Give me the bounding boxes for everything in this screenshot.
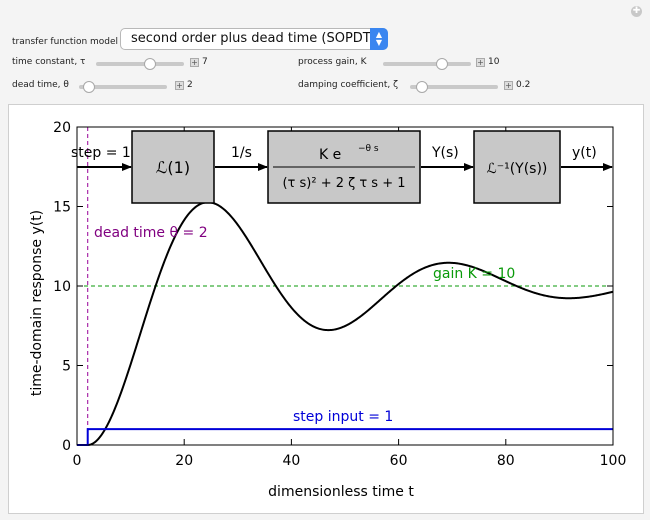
x-tick-label: 20 xyxy=(175,453,193,469)
tau-slider-thumb[interactable] xyxy=(144,58,156,70)
tf-numerator: K e xyxy=(319,147,341,163)
response-chart: 0 20 40 60 80 100 0 5 10 15 20 dimensionless time … xyxy=(29,120,627,500)
x-tick-label: 40 xyxy=(282,453,300,469)
x-tick-label: 60 xyxy=(390,453,408,469)
model-select-value: second order plus dead time (SOPDT) xyxy=(131,31,376,46)
zeta-slider-thumb[interactable] xyxy=(416,81,428,93)
theta-slider-thumb[interactable] xyxy=(83,81,95,93)
x-tick-label: 0 xyxy=(73,453,82,469)
y-tick-label: 20 xyxy=(53,120,71,136)
tau-value: 7 xyxy=(202,57,208,67)
K-value: 10 xyxy=(488,57,500,67)
y-tick-label: 15 xyxy=(53,200,71,216)
y-tick-label: 5 xyxy=(62,359,71,375)
dead-time-annotation: dead time θ = 2 xyxy=(94,225,208,241)
theta-expand-icon[interactable]: + xyxy=(175,81,184,90)
select-arrows-icon: ▲▼ xyxy=(370,28,388,50)
zeta-label: damping coefficient, ζ xyxy=(298,80,399,90)
signal-1-label: 1/s xyxy=(231,145,252,161)
theta-slider[interactable] xyxy=(79,81,167,93)
step-annotation: step input = 1 xyxy=(293,409,393,425)
laplace-block xyxy=(131,130,215,204)
block-diagram: step = 1 ℒ(1) 1/s K e −θ s (τ s)² + 2 ζ … xyxy=(71,130,613,204)
tf-exponent: −θ s xyxy=(358,144,379,154)
step-input-curve xyxy=(77,428,613,446)
gain-annotation: gain K = 10 xyxy=(433,266,515,282)
tau-label: time constant, τ xyxy=(12,57,86,67)
K-slider-thumb[interactable] xyxy=(436,58,448,70)
inverse-laplace-block xyxy=(473,130,561,204)
tau-slider[interactable] xyxy=(96,58,184,70)
theta-label: dead time, θ xyxy=(12,80,69,90)
inverse-laplace-label: ℒ⁻¹(Y(s)) xyxy=(487,161,548,177)
input-label: step = 1 xyxy=(71,145,131,161)
zeta-value: 0.2 xyxy=(516,80,531,90)
model-label: transfer function model xyxy=(12,37,119,47)
signal-2-label: Y(s) xyxy=(431,145,459,161)
theta-value: 2 xyxy=(187,80,193,90)
laplace-block-label: ℒ(1) xyxy=(156,158,190,177)
K-label: process gain, K xyxy=(298,57,367,67)
plot-panel: 0 20 40 60 80 100 0 5 10 15 20 dimensionless time … xyxy=(8,104,644,514)
tau-expand-icon[interactable]: + xyxy=(190,58,199,67)
response-curve xyxy=(77,201,614,446)
y-tick-label: 0 xyxy=(62,438,71,454)
settings-gear-icon[interactable]: ✚ xyxy=(631,6,642,17)
x-axis-label: dimensionless time t xyxy=(268,484,414,500)
tf-denominator: (τ s)² + 2 ζ τ s + 1 xyxy=(282,176,405,191)
x-tick-label: 100 xyxy=(600,453,627,469)
zeta-slider[interactable] xyxy=(410,81,498,93)
output-label: y(t) xyxy=(572,145,597,161)
x-tick-label: 80 xyxy=(497,453,515,469)
y-axis-label: time-domain response y(t) xyxy=(29,210,45,396)
y-tick-label: 10 xyxy=(53,279,71,295)
model-select[interactable]: second order plus dead time (SOPDT) ▲▼ xyxy=(120,28,388,50)
K-slider[interactable] xyxy=(383,58,471,70)
zeta-expand-icon[interactable]: + xyxy=(504,81,513,90)
K-expand-icon[interactable]: + xyxy=(476,58,485,67)
